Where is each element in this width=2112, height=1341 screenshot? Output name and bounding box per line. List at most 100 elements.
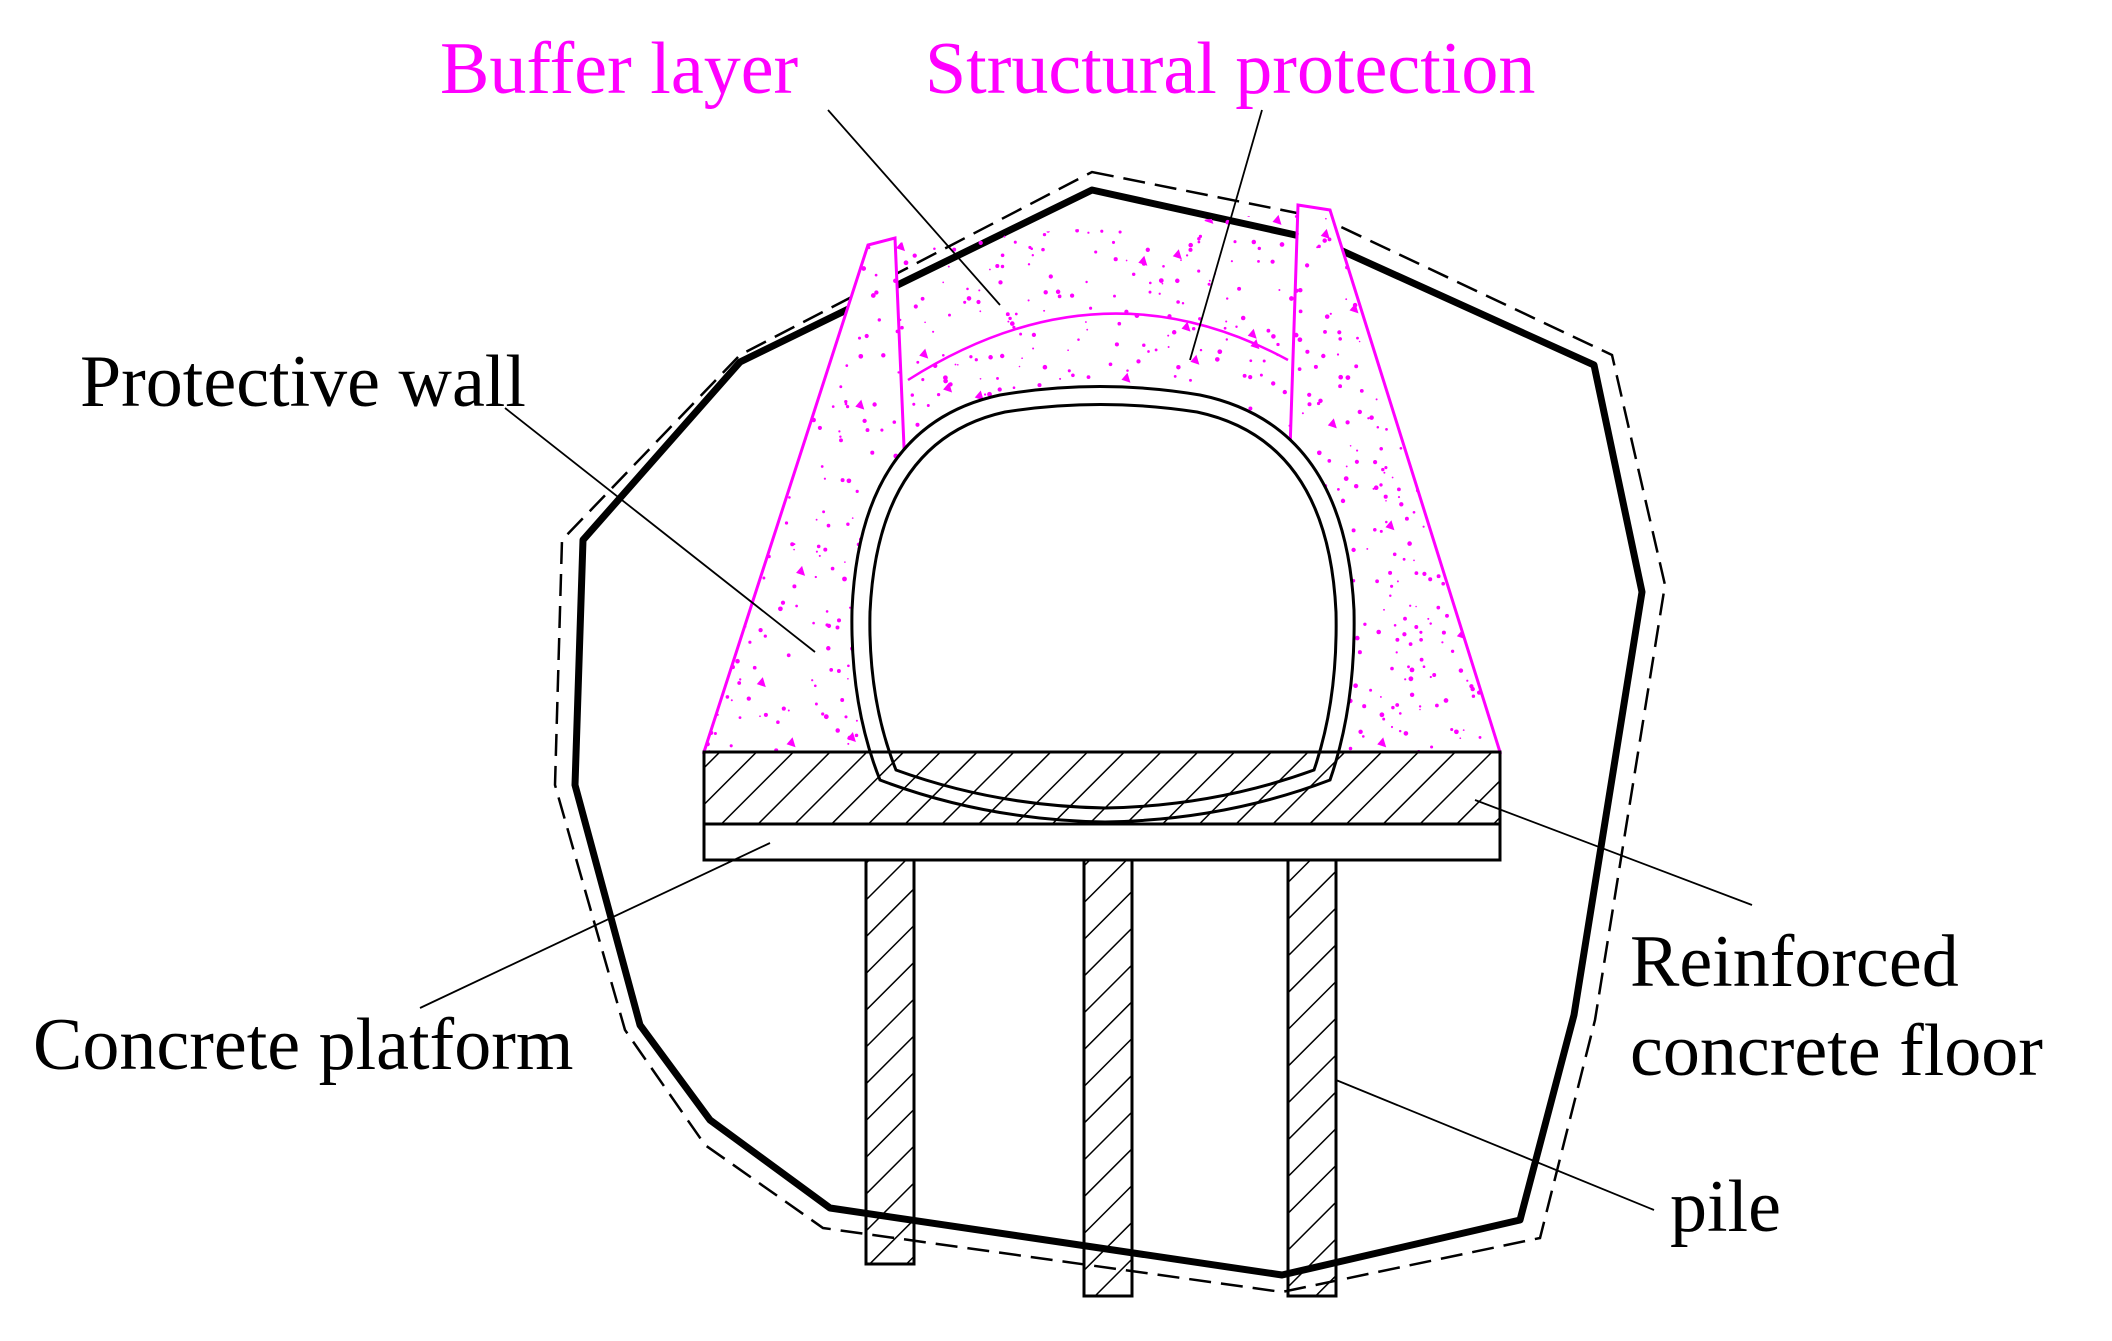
speckle-dot xyxy=(996,376,999,380)
speckle-dot xyxy=(1501,315,1503,317)
speckle-dot xyxy=(730,573,734,576)
speckle-dot xyxy=(821,214,825,218)
speckle-dot xyxy=(1247,214,1251,217)
speckle-dot xyxy=(1176,364,1181,370)
outer-dashed-boundary xyxy=(553,170,1667,1294)
speckle-dot xyxy=(1453,517,1458,521)
speckle-dot xyxy=(1351,547,1356,553)
speckle-dot xyxy=(758,505,763,511)
speckle-dot xyxy=(1496,213,1500,218)
speckle-dot xyxy=(1481,409,1484,412)
speckle-grain xyxy=(1456,435,1466,446)
speckle-dot xyxy=(1468,338,1472,342)
reinforced-concrete-floor xyxy=(702,750,1502,826)
speckle-dot xyxy=(947,265,950,268)
speckle-dot xyxy=(836,246,839,250)
speckle-dot xyxy=(1408,642,1413,646)
speckle-dot xyxy=(1450,649,1455,653)
speckle-dot xyxy=(855,489,859,493)
speckle-dot xyxy=(1324,314,1330,319)
speckle-dot xyxy=(784,521,789,525)
speckle-dot xyxy=(922,210,927,214)
speckle-dot xyxy=(1461,588,1464,591)
speckle-dot xyxy=(839,435,842,438)
speckle-dot xyxy=(842,576,847,582)
speckle-dot xyxy=(763,712,768,717)
speckle-dot xyxy=(767,554,771,559)
speckle-dot xyxy=(1439,318,1443,322)
speckle-dot xyxy=(738,716,742,719)
speckle-dot xyxy=(785,280,791,286)
speckle-dot xyxy=(730,699,733,702)
speckle-dot xyxy=(916,360,920,364)
speckle-dot xyxy=(1248,406,1253,411)
speckle-dot xyxy=(1487,408,1491,412)
speckle-dot xyxy=(1413,559,1415,562)
speckle-dot xyxy=(1404,263,1409,269)
speckle-dot xyxy=(1455,378,1459,382)
speckle-grain xyxy=(796,565,806,576)
speckle-grain xyxy=(704,620,714,631)
speckle-dot xyxy=(720,332,723,335)
speckle-dot xyxy=(1176,300,1180,304)
speckle-dot xyxy=(1361,294,1364,297)
speckle-dot xyxy=(846,225,850,228)
speckle-dot xyxy=(1113,294,1116,298)
speckle-dot xyxy=(1422,571,1427,576)
speckle-dot xyxy=(1313,364,1318,369)
speckle-dot xyxy=(769,327,774,332)
speckle-dot xyxy=(1396,580,1399,583)
speckle-dot xyxy=(1450,283,1455,288)
speckle-dot xyxy=(1459,737,1462,740)
speckle-dot xyxy=(1363,622,1367,626)
speckle-dot xyxy=(1043,290,1048,295)
speckle-dot xyxy=(1490,649,1493,653)
speckle-dot xyxy=(1409,667,1415,673)
speckle-grain xyxy=(1320,228,1330,239)
speckle-dot xyxy=(845,404,850,409)
speckle-dot xyxy=(1350,210,1356,213)
speckle-dot xyxy=(1028,245,1032,249)
speckle-dot xyxy=(1032,347,1035,350)
speckle-dot xyxy=(1000,253,1005,258)
speckle-dot xyxy=(1397,496,1401,499)
leader-concrete-platform xyxy=(419,842,771,1009)
speckle-dot xyxy=(1423,498,1428,503)
speckle-dot xyxy=(1385,520,1388,524)
speckle-dot xyxy=(861,266,867,271)
speckle-dot xyxy=(1191,326,1196,331)
leader-structural-protection xyxy=(1189,109,1263,361)
speckle-dot xyxy=(952,206,954,208)
speckle-dot xyxy=(1475,445,1479,449)
speckle-dot xyxy=(1471,694,1476,698)
speckle-dot xyxy=(1499,224,1500,227)
speckle-dot xyxy=(1413,353,1419,358)
speckle-dot xyxy=(933,247,936,251)
speckle-dot xyxy=(1436,475,1441,480)
speckle-dot xyxy=(1345,465,1348,468)
speckle-dot xyxy=(731,274,735,279)
speckle-dot xyxy=(829,668,834,672)
speckle-dot xyxy=(1189,378,1192,382)
speckle-dot xyxy=(844,715,848,719)
speckle-dot xyxy=(1373,460,1378,465)
speckle-dot xyxy=(1262,359,1266,363)
speckle-dot xyxy=(1199,348,1203,352)
speckle-dot xyxy=(1029,210,1032,213)
speckle-dot xyxy=(739,527,744,532)
speckle-dot xyxy=(1225,320,1228,323)
speckle-dot xyxy=(776,720,780,724)
speckle-dot xyxy=(1012,386,1016,390)
speckle-dot xyxy=(766,276,771,280)
speckle-grain xyxy=(1394,329,1404,340)
speckle-dot xyxy=(1414,368,1419,373)
speckle-dot xyxy=(1089,306,1093,310)
speckle-dot xyxy=(1469,684,1474,689)
speckle-dot xyxy=(748,640,752,644)
speckle-dot xyxy=(716,677,721,682)
speckle-dot xyxy=(778,606,783,612)
speckle-dot xyxy=(1148,290,1152,294)
speckle-dot xyxy=(767,228,770,232)
